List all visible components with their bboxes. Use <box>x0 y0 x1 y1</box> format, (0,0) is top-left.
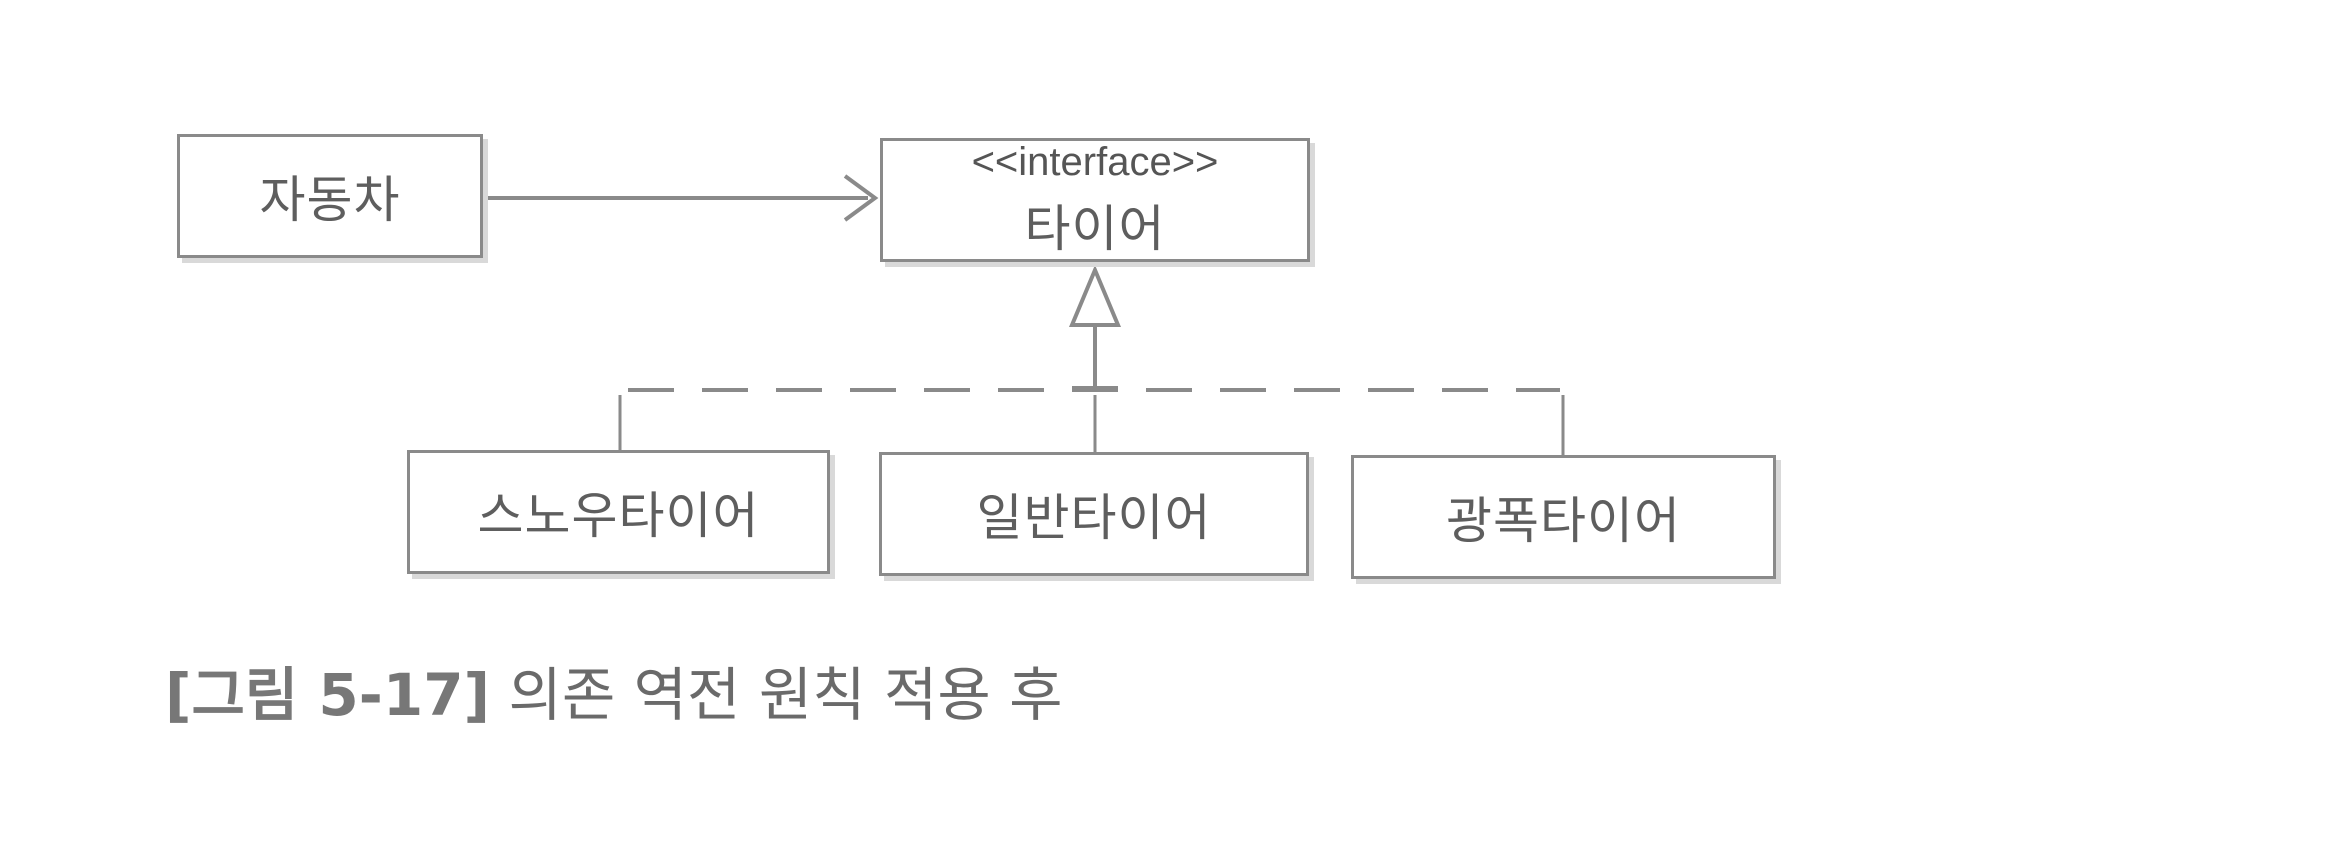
wide-tire-class-box: 광폭타이어 <box>1351 455 1776 579</box>
normal-tire-class-box: 일반타이어 <box>879 452 1309 576</box>
car-class-box: 자동차 <box>177 134 483 258</box>
normal-tire-label: 일반타이어 <box>976 489 1212 547</box>
car-class-label: 자동차 <box>259 171 401 229</box>
tire-interface-label: 타이어 <box>1024 199 1166 258</box>
snow-tire-label: 스노우타이어 <box>477 487 760 545</box>
realization-triangle <box>1068 264 1122 327</box>
interface-stereotype: <<interface>> <box>971 139 1219 184</box>
figure-number: [그림 5-17] <box>165 661 491 729</box>
association-arrowhead <box>843 174 879 222</box>
figure-caption-text: 의존 역전 원칙 적용 후 <box>508 661 1063 729</box>
figure-caption: [그림 5-17] 의존 역전 원칙 적용 후 <box>165 648 1063 732</box>
wide-tire-label: 광폭타이어 <box>1446 492 1681 550</box>
tire-interface-box: <<interface>> 타이어 <box>880 138 1310 262</box>
snow-tire-class-box: 스노우타이어 <box>407 450 830 574</box>
